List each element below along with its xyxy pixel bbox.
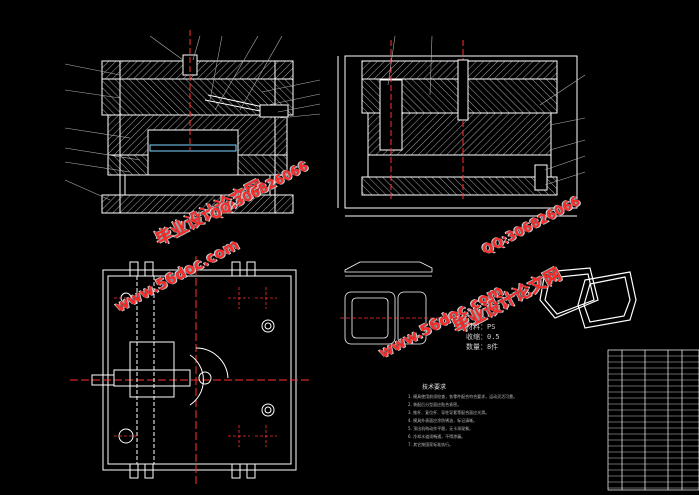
part-isometric-view [539, 267, 637, 329]
side-section-view [337, 40, 578, 217]
tech-req-line: 5. 顶出机构动作平稳，无卡滞现象。 [408, 426, 474, 431]
material-label: 材料：PS [466, 323, 496, 331]
tech-req-line: 3. 推杆、复位杆、导柱导套等配合面应光滑。 [408, 410, 490, 415]
tech-requirements-title: 技术要求 [422, 384, 447, 391]
side-view-leaders [387, 35, 586, 186]
tech-req-line: 1. 模具使用前须检查，各零件配合符合要求，运动灵活可靠。 [408, 394, 518, 399]
main-section-view [101, 30, 294, 214]
tech-req-line: 6. 冷却水道须畅通，不得渗漏。 [408, 434, 466, 439]
tech-req-line: 4. 模具外表面应涂防锈油，标记清晰。 [408, 418, 478, 423]
tech-req-line: 7. 其它按国家标准执行。 [408, 442, 454, 447]
title-block-rows [608, 355, 699, 489]
main-view-leaders [64, 35, 321, 201]
count-label: 数量：8件 [466, 343, 499, 351]
title-block [607, 349, 699, 491]
part-detail-views [340, 261, 440, 345]
plan-view [70, 256, 310, 485]
plan-crosshairs [114, 287, 277, 447]
shrink-label: 收缩：0.5 [466, 333, 500, 341]
tech-req-line: 2. 装配后分型面应贴合紧密。 [408, 402, 462, 407]
